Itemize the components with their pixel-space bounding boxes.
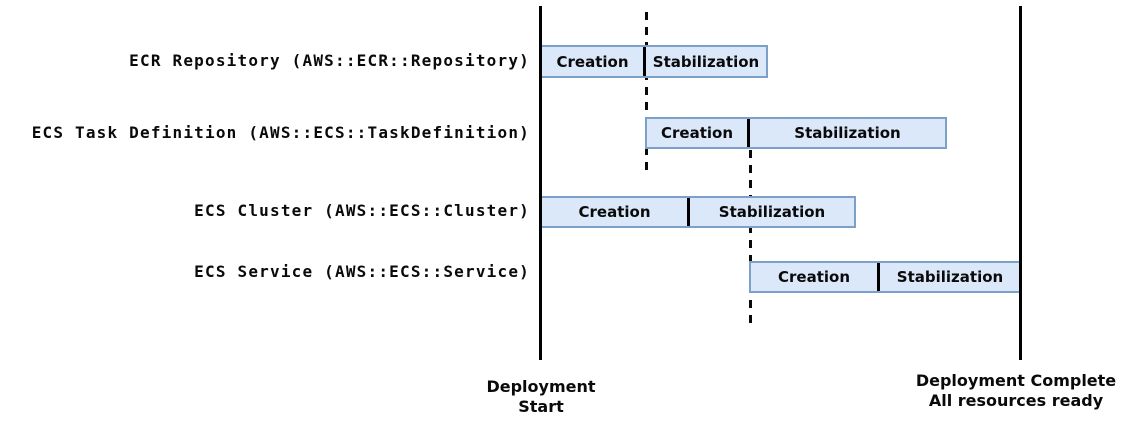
deployment-complete-line (1019, 6, 1022, 360)
segment-divider (747, 119, 750, 147)
row-label-ecs-task-definition: ECS Task Definition (AWS::ECS::TaskDefin… (31, 123, 530, 142)
row-label-ecs-service: ECS Service (AWS::ECS::Service) (194, 262, 530, 281)
deployment-complete-label-line2: All resources ready (928, 391, 1104, 410)
deployment-start-label-line2: Start (518, 397, 564, 416)
dashed-milestone-line-2 (749, 150, 752, 330)
stabilization-segment: Stabilization (652, 52, 760, 71)
gantt-bar-ecs-service: Creation Stabilization (749, 261, 1022, 293)
creation-segment: Creation (778, 268, 850, 286)
dashed-milestone-line-1 (645, 12, 648, 172)
deployment-complete-label: Deployment Complete All resources ready (876, 371, 1124, 411)
stabilization-segment: Stabilization (896, 268, 1004, 286)
segment-divider (877, 263, 880, 291)
row-label-ecs-cluster: ECS Cluster (AWS::ECS::Cluster) (194, 201, 530, 220)
row-label-ecr-repository: ECR Repository (AWS::ECR::Repository) (129, 51, 530, 70)
gantt-bar-ecr-repository: Creation Stabilization (540, 45, 768, 78)
creation-segment: Creation (578, 203, 651, 221)
segment-divider (687, 198, 690, 226)
creation-segment: Creation (556, 52, 629, 71)
segment-divider (643, 47, 646, 76)
deployment-start-label: Deployment Start (441, 377, 641, 417)
gantt-bar-ecs-cluster: Creation Stabilization (540, 196, 856, 228)
deployment-start-label-line1: Deployment (486, 377, 596, 396)
gantt-bar-ecs-task-definition: Creation Stabilization (645, 117, 947, 149)
creation-segment: Creation (661, 124, 733, 142)
deployment-start-line (539, 6, 542, 360)
stabilization-segment: Stabilization (794, 124, 901, 142)
stabilization-segment: Stabilization (718, 203, 826, 221)
deployment-complete-label-line1: Deployment Complete (915, 371, 1117, 390)
